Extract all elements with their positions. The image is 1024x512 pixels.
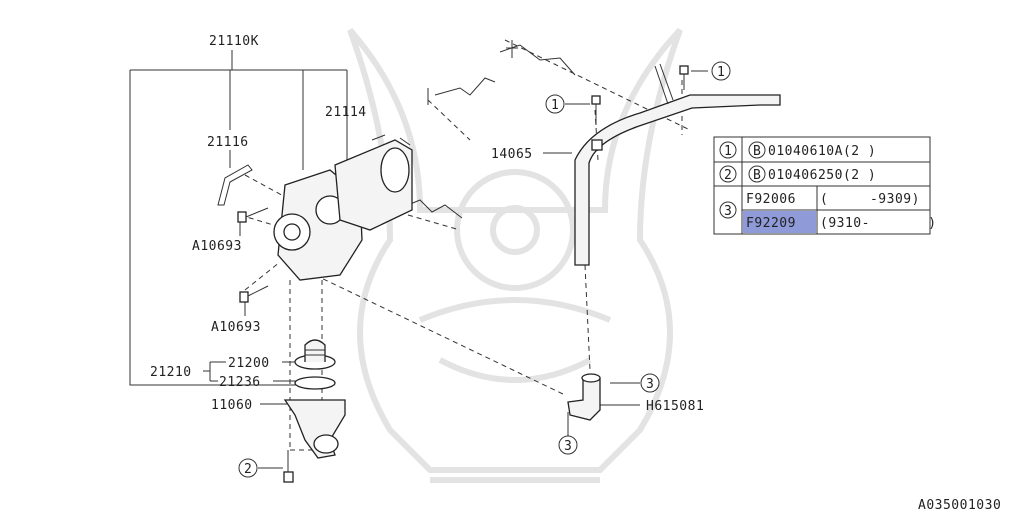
legend-range-f92006: ( -9309) (820, 192, 920, 207)
hose-14065 (574, 94, 781, 266)
highlight-f92209 (743, 211, 816, 233)
svg-text:2: 2 (244, 462, 252, 477)
bolt-marker-2 (283, 450, 294, 483)
bolt-marker-1-middle (591, 95, 601, 125)
label-11060: 11060 (211, 398, 253, 413)
marker-1-middle: 1 (545, 94, 565, 114)
engine-block-outline (407, 40, 576, 219)
label-21210: 21210 (150, 365, 192, 380)
watermark-emblem (347, 27, 683, 483)
legend-part-f92209: F92209 (746, 216, 796, 231)
legend-row-2-prefix: B (753, 168, 761, 183)
svg-text:3: 3 (724, 204, 732, 219)
label-21116: 21116 (207, 135, 249, 150)
label-21110k: 21110K (209, 34, 259, 49)
legend-row-1: 1 B 01040610A(2 ) (719, 141, 876, 159)
gasket-21236 (294, 376, 336, 390)
label-21200: 21200 (228, 356, 270, 371)
bypass-pipe-21116 (217, 164, 253, 206)
thermostat-21200 (294, 339, 336, 370)
label-21236: 21236 (219, 375, 261, 390)
legend-row-3: 3 F92006 ( -9309) F92209 (9310- ) (719, 192, 937, 233)
marker-3-bottom: 3 (558, 435, 578, 455)
legend-range-f92209: (9310- ) (820, 216, 937, 231)
label-h615081: H615081 (646, 399, 704, 414)
hose-upper-branch (654, 63, 674, 105)
elbow-pipe-h615081 (567, 373, 601, 421)
legend-part-f92006: F92006 (746, 192, 796, 207)
bolt-a10693-bottom (239, 285, 269, 303)
marker-1-top: 1 (711, 61, 731, 81)
leader-lines (129, 50, 708, 469)
label-a10693-top: A10693 (192, 239, 242, 254)
legend-table: 1 B 01040610A(2 ) 2 B 010406250(2 ) 3 F9… (713, 136, 937, 235)
marker-3-right: 3 (640, 373, 660, 393)
label-14065: 14065 (491, 147, 533, 162)
legend-row-2: 2 B 010406250(2 ) (719, 165, 876, 183)
svg-text:1: 1 (717, 65, 725, 80)
hose-clip (591, 139, 603, 151)
marker-2-bottom: 2 (238, 458, 258, 478)
bolt-a10693-top (237, 207, 269, 223)
callout-labels: 21110K 21116 21114 A10693 A10693 21200 2… (150, 34, 1001, 512)
bolt-marker-1-top (679, 65, 689, 90)
svg-text:1: 1 (724, 144, 732, 159)
water-pump-assembly (273, 134, 413, 281)
legend-row-1-text: 01040610A(2 ) (768, 144, 876, 159)
legend-row-2-text: 010406250(2 ) (768, 168, 876, 183)
svg-text:3: 3 (646, 377, 654, 392)
thermostat-case-11060 (283, 399, 346, 459)
svg-text:1: 1 (551, 98, 559, 113)
label-a10693-bottom: A10693 (211, 320, 261, 335)
legend-row-1-prefix: B (753, 144, 761, 159)
svg-text:3: 3 (564, 439, 572, 454)
label-21114: 21114 (325, 105, 367, 120)
diagram-code: A035001030 (918, 498, 1001, 512)
svg-text:2: 2 (724, 168, 732, 183)
